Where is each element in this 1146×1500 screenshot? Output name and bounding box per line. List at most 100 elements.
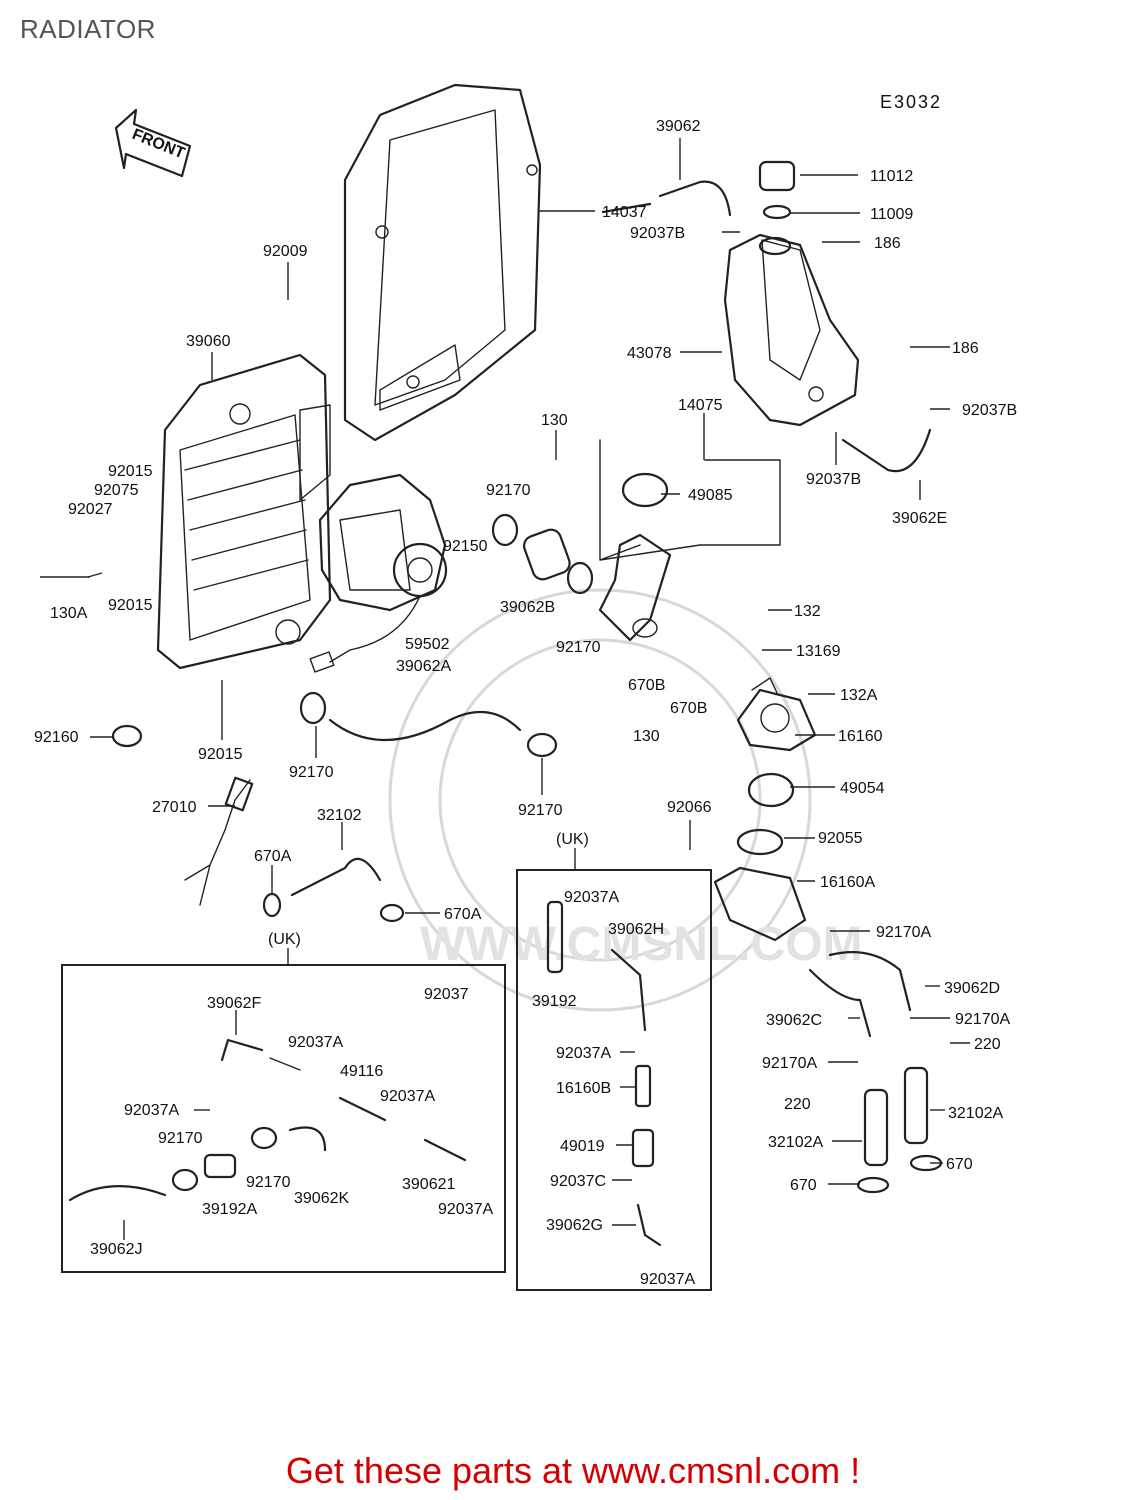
- part-label: 32102A: [948, 1105, 1003, 1122]
- part-label: 92009: [263, 243, 308, 260]
- part-label: 130A: [50, 605, 88, 622]
- part-label: 92037A: [556, 1045, 611, 1062]
- part-label: 49116: [340, 1063, 383, 1080]
- part-label: 39192A: [202, 1201, 257, 1218]
- part-label: 92150: [443, 538, 488, 555]
- part-label: 39192: [532, 993, 577, 1010]
- hose-39062e-drawing: [841, 428, 932, 473]
- part-label: 49085: [688, 487, 733, 504]
- part-label: 92055: [818, 830, 863, 847]
- part-label: 14075: [678, 397, 723, 414]
- hose-39062b-drawing: [522, 528, 571, 581]
- part-label: 92170: [246, 1174, 291, 1191]
- part-label: 27010: [152, 799, 197, 816]
- part-label: 43078: [627, 345, 672, 362]
- pipe-32102-drawing: [290, 857, 382, 897]
- part-label: 220: [784, 1096, 811, 1113]
- parts-diagram: WWW.CMSNL.COM E3032 FRONT: [34, 83, 1017, 1291]
- part-label: 670B: [628, 677, 665, 694]
- part-label: 92037B: [962, 402, 1017, 419]
- part-label: 92027: [68, 501, 113, 518]
- part-label: 92075: [94, 482, 139, 499]
- uk-box-right: [516, 869, 712, 1291]
- watermark: WWW.CMSNL.COM: [388, 588, 863, 1012]
- part-label: 670: [946, 1156, 973, 1173]
- part-label: 92170: [556, 639, 601, 656]
- part-label: 39062G: [546, 1217, 603, 1234]
- uk-box-left: [61, 964, 506, 1273]
- part-label: 92037A: [380, 1088, 435, 1105]
- part-label: 92037A: [564, 889, 619, 906]
- part-label: 39062A: [396, 658, 451, 675]
- part-label: 92170A: [955, 1011, 1010, 1028]
- part-label: 59502: [405, 636, 450, 653]
- grommet-drawing: [111, 724, 143, 748]
- radiator-shroud-drawing: [343, 83, 542, 442]
- part-label: 92015: [108, 597, 153, 614]
- part-label: 92037C: [550, 1173, 606, 1190]
- part-label: 39062: [656, 118, 701, 135]
- part-label: 92015: [198, 746, 243, 763]
- front-arrow-label: FRONT: [130, 126, 188, 162]
- part-label: 92037B: [806, 471, 861, 488]
- part-label: 39062K: [294, 1190, 349, 1207]
- part-label: 92066: [667, 799, 712, 816]
- part-label: 11009: [870, 206, 913, 223]
- part-label: 92170: [158, 1130, 203, 1147]
- part-label: 186: [874, 235, 901, 252]
- part-label: 92170: [289, 764, 334, 781]
- part-label: 92170A: [876, 924, 931, 941]
- uk-label: (UK): [556, 831, 589, 848]
- filler-neck-drawing: [598, 439, 781, 642]
- part-label: 16160B: [556, 1080, 611, 1097]
- part-label: 49019: [560, 1138, 605, 1155]
- hose-39062a-drawing: [328, 710, 522, 742]
- part-label: 92170: [486, 482, 531, 499]
- part-label: 13169: [796, 643, 841, 660]
- part-label: 39062H: [608, 921, 664, 938]
- front-arrow: FRONT: [114, 108, 192, 178]
- part-label: 39062J: [90, 1241, 143, 1258]
- hose-39062c-drawing: [808, 968, 872, 1038]
- part-label: 390621: [402, 1176, 455, 1193]
- part-label: 132A: [840, 687, 878, 704]
- fan-assembly-drawing: [309, 473, 448, 673]
- part-label: 92037A: [124, 1102, 179, 1119]
- part-label: 220: [974, 1036, 1001, 1053]
- part-label: 39062D: [944, 980, 1000, 997]
- part-label: 670A: [444, 906, 482, 923]
- hose-39062d-drawing: [828, 951, 912, 1012]
- part-label: 670B: [670, 700, 707, 717]
- part-label: 49054: [840, 780, 885, 797]
- part-labels: 39062 11012 11009 92037B 186 14037 92009…: [34, 118, 1017, 1288]
- part-label: 670: [790, 1177, 817, 1194]
- part-label: 39062B: [500, 599, 555, 616]
- hose-39062-drawing: [601, 180, 732, 217]
- part-label: 32102: [317, 807, 362, 824]
- part-label: 92170A: [762, 1055, 817, 1072]
- fan-switch-drawing: [184, 779, 251, 906]
- thermostat-housing-drawing: [713, 677, 817, 942]
- part-label: 39062F: [207, 995, 261, 1012]
- part-label: 92037A: [288, 1034, 343, 1051]
- part-label: 92037B: [630, 225, 685, 242]
- part-label: 92160: [34, 729, 79, 746]
- part-label: 130: [541, 412, 568, 429]
- part-label: 11012: [870, 168, 913, 185]
- part-label: 92015: [108, 463, 153, 480]
- radiator-core-drawing: [156, 353, 332, 670]
- part-label: 14037: [602, 204, 647, 221]
- part-label: 16160: [838, 728, 883, 745]
- part-label: 32102A: [768, 1134, 823, 1151]
- diagram-code: E3032: [880, 92, 942, 112]
- part-label: 39062E: [892, 510, 947, 527]
- part-label: 670A: [254, 848, 292, 865]
- part-label: 92037A: [640, 1271, 695, 1288]
- part-label: 130: [633, 728, 660, 745]
- footer-link[interactable]: Get these parts at www.cmsnl.com !: [285, 1450, 861, 1491]
- part-label: 92037A: [438, 1201, 493, 1218]
- part-label: 92170: [518, 802, 563, 819]
- watermark-text: WWW.CMSNL.COM: [420, 918, 863, 971]
- part-label: 39062C: [766, 1012, 822, 1029]
- reservoir-tank-drawing: [723, 160, 860, 427]
